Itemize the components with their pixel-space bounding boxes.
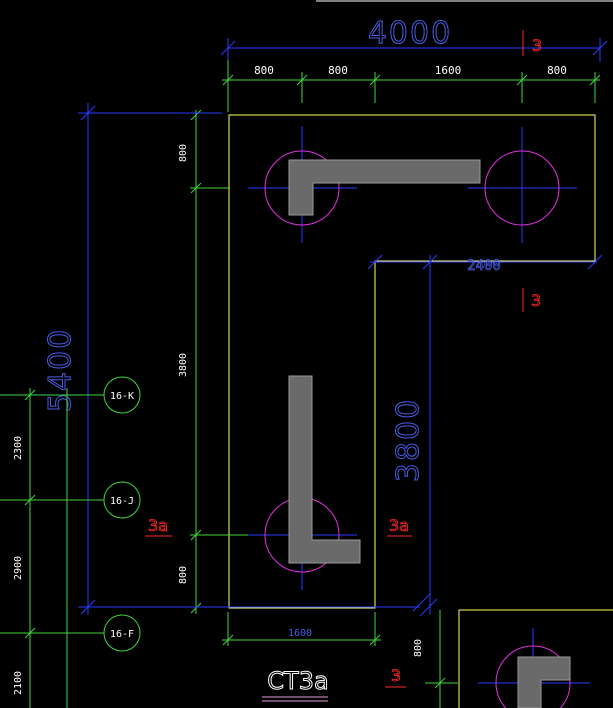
grid-axis-label-j: 16-J <box>110 496 134 507</box>
segment-dimension-line <box>222 60 601 112</box>
section-mark-left: 3a <box>148 516 168 535</box>
overall-width-dimension <box>220 38 608 62</box>
overall-width-label: 4000 <box>368 16 452 51</box>
grid-lines <box>0 388 104 708</box>
neighbor-pile <box>495 645 571 708</box>
left-dimension-line <box>190 109 248 614</box>
grid-spacing-3: 2100 <box>13 671 24 695</box>
grid-axis-label-k: 16-K <box>110 391 134 402</box>
bottom-width-label: 1600 <box>288 628 312 639</box>
overall-height-dimension <box>78 103 420 615</box>
wall-bottom <box>288 375 361 564</box>
overall-height-label: 5400 <box>43 328 78 412</box>
section-mark-right: 3 <box>531 291 541 310</box>
grid-axis-bubble-k: 16-K <box>103 376 141 414</box>
notch-height-label: 3800 <box>391 398 426 482</box>
grid-axis-bubble-f: 16-F <box>103 614 141 652</box>
section-mark-middle: 3a <box>389 516 409 535</box>
neighbor-cap-dim: 800 <box>413 639 424 657</box>
segment-dim-3: 1600 <box>435 64 462 77</box>
section-mark-top: 3 <box>532 36 542 55</box>
grid-axis-label-f: 16-F <box>110 629 134 640</box>
segment-dim-2: 800 <box>328 64 348 77</box>
wall-top <box>288 159 481 216</box>
left-dim-2: 3800 <box>178 353 189 377</box>
left-dim-1: 800 <box>178 144 189 162</box>
pile-top-right <box>484 150 560 226</box>
pile-cap-outline <box>228 114 596 609</box>
segment-dim-1: 800 <box>254 64 274 77</box>
notch-width-label: 2400 <box>467 258 501 274</box>
pile-cap-label: CT3a <box>267 667 328 695</box>
grid-spacing-1: 2300 <box>13 436 24 460</box>
segment-dim-4: 800 <box>547 64 567 77</box>
neighbor-cap-outline <box>458 609 613 708</box>
neighbor-cap-dimension <box>425 610 458 708</box>
bottom-width-dimension <box>222 612 381 646</box>
section-mark-bottom: 3 <box>391 666 401 685</box>
grid-spacing-2: 2900 <box>13 556 24 580</box>
grid-axis-bubble-j: 16-J <box>103 481 141 519</box>
notch-width-dimension <box>367 254 603 270</box>
pile-top-left <box>264 150 340 226</box>
notch-height-dimension <box>412 254 438 617</box>
left-dim-3: 800 <box>178 566 189 584</box>
neighbor-wall <box>517 656 571 708</box>
